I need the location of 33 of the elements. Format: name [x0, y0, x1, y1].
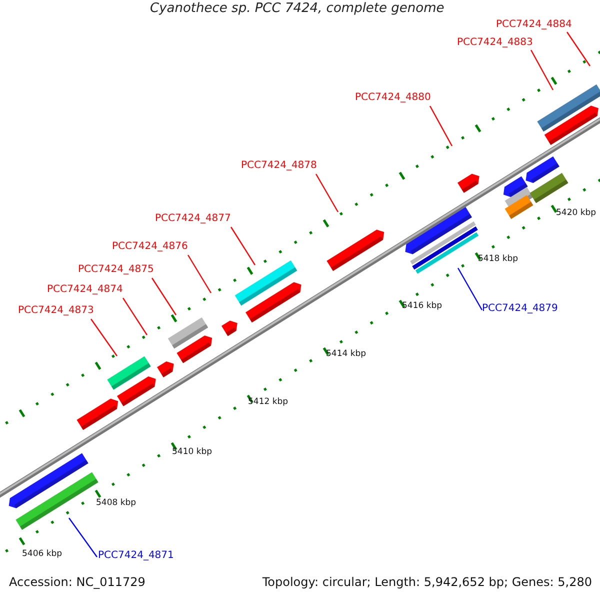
leader-line [187, 254, 212, 294]
scale-label: 5416 kbp [402, 302, 442, 312]
scale-label: 5412 kbp [248, 398, 288, 408]
gene-label: PCC7424_4879 [482, 303, 558, 314]
genome-info-text: Topology: circular; Length: 5,942,652 bp; Genes: 5,280 [262, 576, 592, 590]
leader-line [152, 278, 176, 316]
accession-text: Accession: NC_011729 [9, 576, 146, 590]
leader-line [566, 32, 590, 66]
scale-label: 5420 kbp [556, 209, 596, 218]
gene-label: PCC7424_4873 [18, 305, 94, 316]
leader-line [429, 106, 453, 146]
scale-label: 5406 kbp [22, 550, 62, 560]
scale-label: 5418 kbp [478, 255, 518, 264]
leader-line [68, 518, 98, 558]
gene-label: PCC7424_4878 [241, 160, 317, 171]
title: Cyanothece sp. PCC 7424, complete genome [150, 2, 444, 16]
scale-label: 5408 kbp [96, 499, 136, 508]
gene-label: PCC7424_4883 [457, 37, 533, 48]
gene-label: PCC7424_4880 [355, 92, 431, 103]
scale-label: 5410 kbp [172, 448, 212, 458]
leader-line [315, 174, 339, 212]
leader-line [122, 298, 148, 336]
gene-label: PCC7424_4884 [496, 19, 572, 30]
leader-line [90, 318, 118, 356]
gene-label: PCC7424_4871 [98, 550, 174, 561]
gene-label: PCC7424_4874 [47, 284, 123, 295]
gene-label: PCC7424_4876 [112, 241, 188, 252]
leader-line [230, 226, 256, 266]
gene-label: PCC7424_4875 [78, 264, 154, 275]
leader-line [457, 268, 483, 310]
scale-label: 5414 kbp [326, 350, 366, 360]
gene-label: PCC7424_4877 [155, 213, 231, 224]
leader-line [530, 50, 554, 90]
